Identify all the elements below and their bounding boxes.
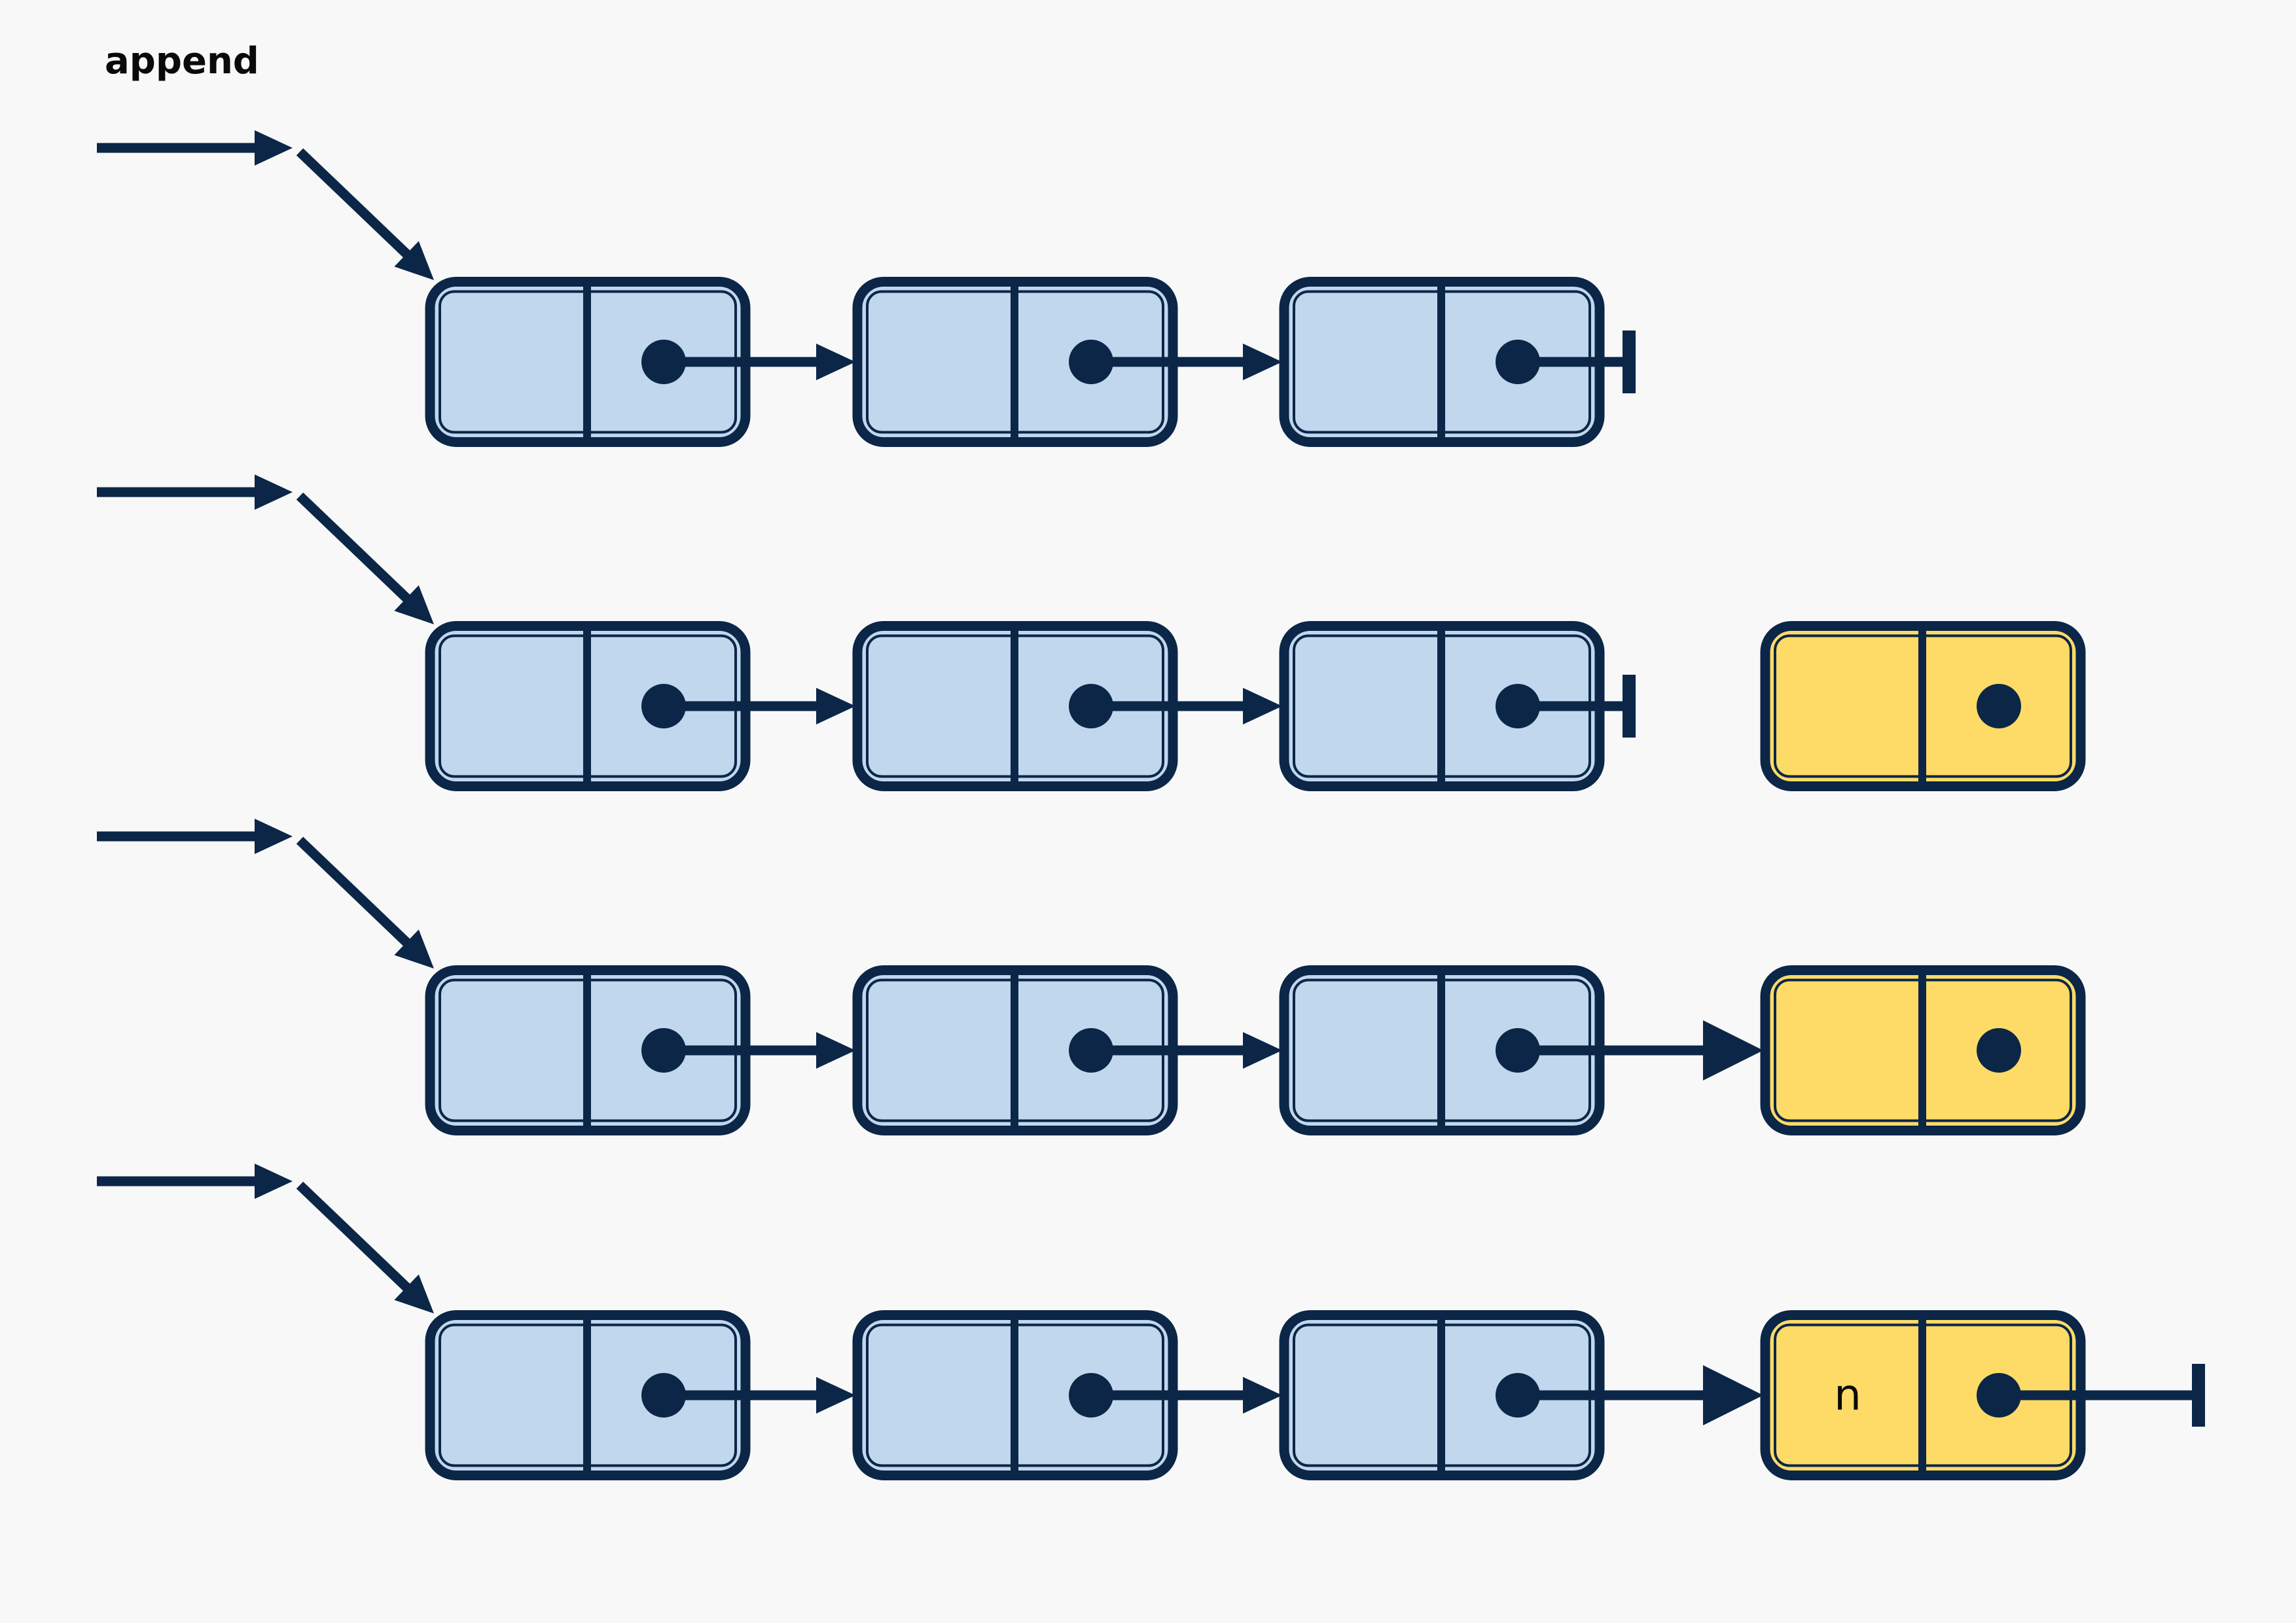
row-4-node-4-value: n bbox=[1834, 1370, 1861, 1420]
row-1-head-link-line bbox=[296, 148, 416, 263]
row-1-node-1-pointer-dot-icon bbox=[641, 340, 686, 384]
row-2-head-pointer-arrowhead-icon bbox=[255, 474, 293, 510]
row-3-node-2-next-pointer-arrowhead-icon bbox=[1243, 1032, 1282, 1069]
row-4-node-3-next-pointer-arrowhead-icon bbox=[1703, 1365, 1763, 1425]
row-3-head-pointer-arrowhead-icon bbox=[255, 819, 293, 854]
row-3-head-link-arrowhead-icon bbox=[394, 929, 434, 969]
row-4-node-2-pointer-dot-icon bbox=[1069, 1373, 1113, 1418]
row-2-node-1-next-pointer-arrowhead-icon bbox=[816, 688, 855, 724]
row-1-node-2-next-pointer-arrowhead-icon bbox=[1243, 344, 1282, 380]
row-1-node-3-pointer-dot-icon bbox=[1496, 340, 1540, 384]
row-2-node-2-next-pointer-arrowhead-icon bbox=[1243, 688, 1282, 724]
row-4-node-2-next-pointer-arrowhead-icon bbox=[1243, 1377, 1282, 1414]
row-2-node-3-pointer-dot-icon bbox=[1496, 684, 1540, 728]
row-4-node-3-pointer-dot-icon bbox=[1496, 1373, 1540, 1418]
row-3-node-3-next-pointer-arrowhead-icon bbox=[1703, 1020, 1763, 1080]
row-4-node-1-pointer-dot-icon bbox=[641, 1373, 686, 1418]
row-1-head-pointer-arrowhead-icon bbox=[255, 130, 293, 166]
row-2-node-4-pointer-dot-icon bbox=[1977, 684, 2021, 728]
row-4-head-link-line bbox=[296, 1181, 416, 1296]
row-3-node-2-pointer-dot-icon bbox=[1069, 1028, 1113, 1073]
row-2-head-link-arrowhead-icon bbox=[394, 585, 434, 624]
row-3-node-1-pointer-dot-icon bbox=[641, 1028, 686, 1073]
row-2-node-2-pointer-dot-icon bbox=[1069, 684, 1113, 728]
row-3-node-1-next-pointer-arrowhead-icon bbox=[816, 1032, 855, 1069]
row-1-node-2-pointer-dot-icon bbox=[1069, 340, 1113, 384]
row-4-head-link-arrowhead-icon bbox=[394, 1274, 434, 1313]
row-4-node-4-pointer-dot-icon bbox=[1977, 1373, 2021, 1418]
row-1-node-1-next-pointer-arrowhead-icon bbox=[816, 344, 855, 380]
row-2-head-link-line bbox=[296, 492, 416, 607]
row-4-head-pointer-arrowhead-icon bbox=[255, 1164, 293, 1199]
diagram-title: append bbox=[105, 40, 259, 82]
row-2-node-1-pointer-dot-icon bbox=[641, 684, 686, 728]
row-3-head-link-line bbox=[296, 836, 416, 952]
row-4-node-1-next-pointer-arrowhead-icon bbox=[816, 1377, 855, 1414]
row-3-node-3-pointer-dot-icon bbox=[1496, 1028, 1540, 1073]
row-3-node-4-pointer-dot-icon bbox=[1977, 1028, 2021, 1073]
row-1-head-link-arrowhead-icon bbox=[394, 241, 434, 280]
